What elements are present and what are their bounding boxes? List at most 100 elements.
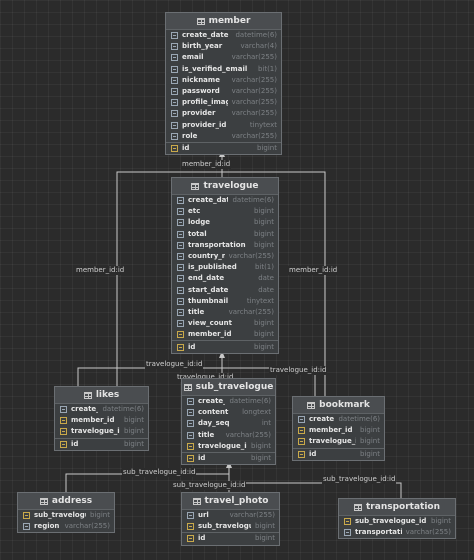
table-header[interactable]: travel_photo — [182, 493, 279, 510]
column-icon — [171, 121, 178, 129]
column-name: id — [71, 439, 79, 448]
column-row[interactable]: provider varchar(255) — [166, 108, 281, 119]
column-type: tinytext — [246, 296, 274, 305]
column-row[interactable]: transportation_setvarchar(255) — [339, 527, 455, 538]
table-likes[interactable]: likescreate_datedatetime(6)member_idbigi… — [54, 386, 149, 451]
table-bookmark[interactable]: bookmarkcreate_datedatetime(6)member_idb… — [292, 396, 385, 461]
column-icon — [187, 398, 194, 406]
foreign-key-icon — [187, 455, 194, 463]
foreign-key-icon — [298, 438, 305, 446]
relation-label: member_id:id — [181, 160, 232, 169]
table-icon — [183, 383, 192, 391]
table-header[interactable]: member — [166, 13, 281, 30]
column-name: create_date — [198, 397, 225, 406]
foreign-key-icon — [344, 518, 351, 526]
table-header[interactable]: bookmark — [293, 397, 384, 414]
column-icon — [171, 32, 178, 40]
column-type: varchar(255) — [405, 528, 451, 537]
column-name: provider — [182, 109, 216, 118]
column-name: content — [198, 408, 229, 417]
column-type: varchar(255) — [231, 109, 277, 118]
table-header[interactable]: likes — [55, 387, 148, 404]
column-type: longtext — [242, 408, 271, 417]
column-name: birth_year — [182, 42, 223, 51]
column-icon — [177, 308, 184, 316]
foreign-key-icon — [60, 428, 67, 436]
foreign-key-icon — [60, 417, 67, 425]
table-address[interactable]: addresssub_travelogue_idbigintregionvarc… — [17, 492, 115, 534]
column-name: email — [182, 53, 204, 62]
table-header[interactable]: travelogue — [172, 178, 278, 195]
table-travel-photo[interactable]: travel_photourlvarchar(255)sub_travelogu… — [181, 492, 280, 546]
table-header[interactable]: sub_travelogue — [182, 379, 275, 396]
foreign-key-icon — [177, 331, 184, 339]
table-header[interactable]: transportation — [339, 499, 455, 516]
column-name: title — [198, 430, 215, 439]
table-travelogue[interactable]: traveloguecreate_datedatetime(6)etcbigin… — [171, 177, 279, 354]
table-title: sub_travelogue — [195, 382, 274, 392]
column-icon — [171, 54, 178, 62]
column-name: day_seq — [198, 419, 230, 428]
table-sub-travelogue[interactable]: sub_travelogue create_date datetime(6)cont… — [181, 378, 276, 466]
column-name: role — [182, 131, 198, 140]
column-type: bigint — [254, 207, 274, 216]
table-header[interactable]: address — [18, 493, 114, 510]
column-name: sub_travelogue_id — [355, 517, 427, 526]
column-row[interactable]: content longtext — [182, 407, 275, 418]
column-name: travelogue_id — [71, 427, 121, 436]
column-name: sub_travelogue_id — [198, 522, 251, 531]
column-type: datetime(6) — [232, 196, 274, 205]
relation-label: member_id:id — [75, 266, 126, 275]
column-type: datetime(6) — [229, 397, 271, 406]
column-type: bigint — [254, 229, 274, 238]
column-type: bigint — [254, 330, 274, 339]
column-row[interactable]: create_date datetime(6) — [182, 396, 275, 407]
column-type: bigint — [254, 218, 274, 227]
column-name: id — [198, 534, 206, 543]
